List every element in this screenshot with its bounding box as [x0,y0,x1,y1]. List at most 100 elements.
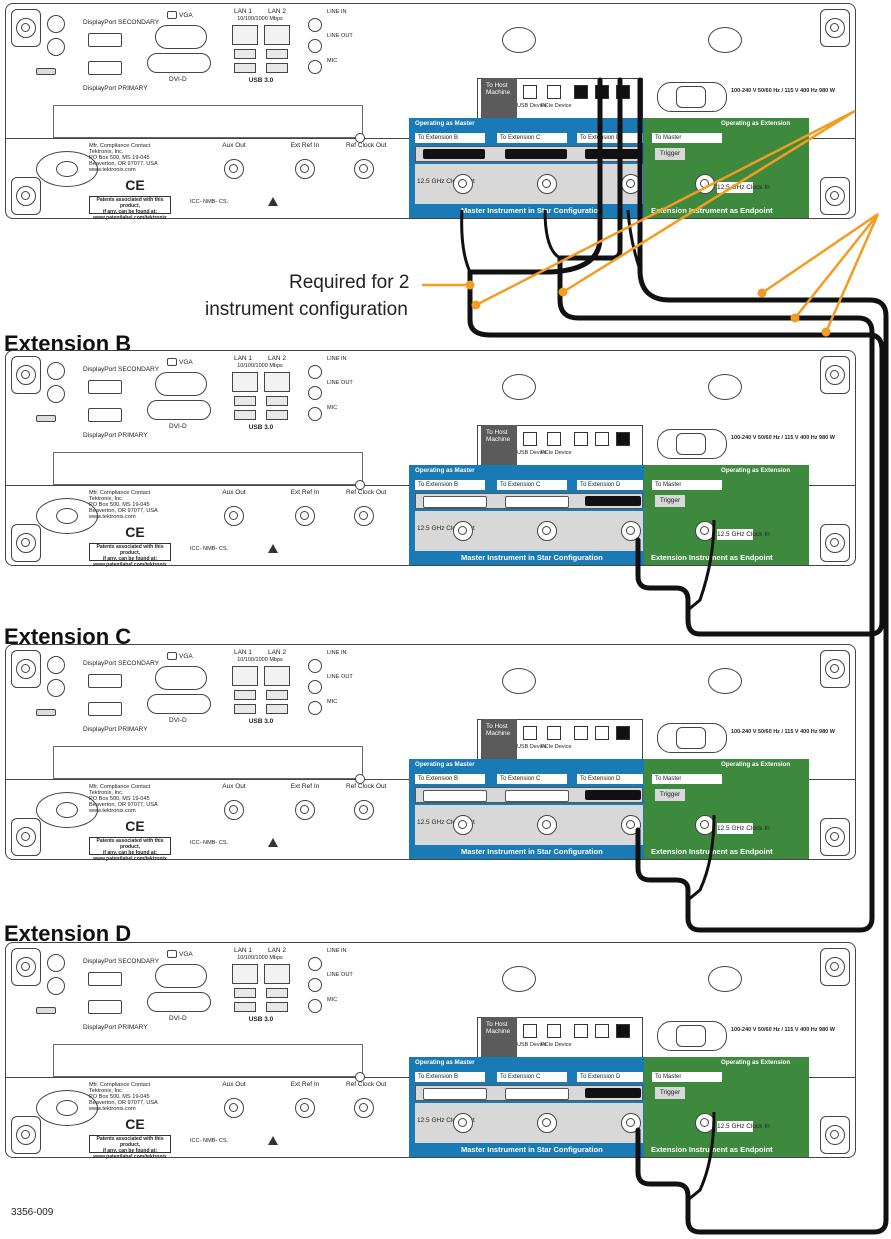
ps2-port-icon[interactable] [47,15,65,33]
clock-out-connector[interactable] [537,174,557,194]
pcie-device-port[interactable] [547,726,561,740]
usb-port[interactable] [266,410,288,420]
vga-port[interactable] [155,666,207,690]
lan2-port[interactable] [264,666,290,686]
usb-port[interactable] [234,396,256,406]
usb-port[interactable] [266,988,288,998]
ref-clock-out-connector[interactable] [354,800,374,820]
usb-port[interactable] [266,690,288,700]
mic-jack[interactable] [308,999,322,1013]
dvi-port[interactable] [147,400,211,420]
line-in-jack[interactable] [308,18,322,32]
pcie-device-port[interactable] [547,1024,561,1038]
ref-clock-out-connector[interactable] [354,1098,374,1118]
ext-ref-in-connector[interactable] [295,506,315,526]
vga-port[interactable] [155,25,207,49]
sync-port-open[interactable] [574,432,588,446]
usb-port[interactable] [266,396,288,406]
usb-port[interactable] [266,63,288,73]
ps2-port-icon[interactable] [47,679,65,697]
clock-out-connector[interactable] [537,1113,557,1133]
usb-port[interactable] [234,1002,256,1012]
usb-device-port[interactable] [523,1024,537,1038]
pcie-device-port[interactable] [547,432,561,446]
lan1-port[interactable] [232,25,258,45]
displayport-secondary-port[interactable] [88,33,122,47]
ext-ref-in-connector[interactable] [295,1098,315,1118]
aux-out-connector[interactable] [224,159,244,179]
ref-clock-out-connector[interactable] [354,159,374,179]
lan2-port[interactable] [264,964,290,984]
displayport-primary-port[interactable] [88,408,122,422]
usb-port[interactable] [234,988,256,998]
line-out-jack[interactable] [308,39,322,53]
displayport-primary-port[interactable] [88,702,122,716]
usb-device-port[interactable] [523,726,537,740]
sync-port-open[interactable] [595,726,609,740]
dvi-port[interactable] [147,53,211,73]
usb-port[interactable] [234,704,256,714]
usb-device-port[interactable] [523,85,537,99]
sync-port-open[interactable] [595,432,609,446]
sync-port-open[interactable] [595,1024,609,1038]
clock-out-connector[interactable] [537,521,557,541]
ref-clock-out-connector[interactable] [354,506,374,526]
usb-port[interactable] [266,1002,288,1012]
lan2-port[interactable] [264,25,290,45]
ps2-port-icon[interactable] [47,362,65,380]
mic-jack[interactable] [308,407,322,421]
lan1-port[interactable] [232,964,258,984]
ext-ref-in-connector[interactable] [295,800,315,820]
vga-port[interactable] [155,964,207,988]
line-out-jack[interactable] [308,386,322,400]
sync-port-connected[interactable] [616,432,630,446]
usb-port[interactable] [234,49,256,59]
clock-in-connector[interactable] [695,815,715,835]
lan2-port[interactable] [264,372,290,392]
clock-out-connector[interactable] [453,521,473,541]
sync-port-connected[interactable] [616,1024,630,1038]
line-in-jack[interactable] [308,957,322,971]
usb-port[interactable] [234,63,256,73]
displayport-primary-port[interactable] [88,1000,122,1014]
usb-port[interactable] [234,410,256,420]
usb-port[interactable] [266,49,288,59]
vga-port[interactable] [155,372,207,396]
ps2-port-icon[interactable] [47,656,65,674]
sync-port-connected[interactable] [574,85,588,99]
displayport-primary-port[interactable] [88,61,122,75]
pcie-device-port[interactable] [547,85,561,99]
line-out-jack[interactable] [308,978,322,992]
sync-port-open[interactable] [574,1024,588,1038]
aux-out-connector[interactable] [224,506,244,526]
lan1-port[interactable] [232,372,258,392]
ps2-port-icon[interactable] [47,385,65,403]
ps2-port-icon[interactable] [47,977,65,995]
displayport-secondary-port[interactable] [88,972,122,986]
line-out-jack[interactable] [308,680,322,694]
clock-out-connector[interactable] [453,174,473,194]
dvi-port[interactable] [147,992,211,1012]
lan1-port[interactable] [232,666,258,686]
displayport-secondary-port[interactable] [88,674,122,688]
ext-ref-in-connector[interactable] [295,159,315,179]
usb-port[interactable] [234,690,256,700]
aux-out-connector[interactable] [224,1098,244,1118]
line-in-jack[interactable] [308,659,322,673]
usb-port[interactable] [266,704,288,714]
aux-out-connector[interactable] [224,800,244,820]
clock-out-connector[interactable] [453,815,473,835]
displayport-secondary-port[interactable] [88,380,122,394]
sync-port-connected[interactable] [616,726,630,740]
clock-out-connector[interactable] [621,1113,641,1133]
ps2-port-icon[interactable] [47,38,65,56]
mic-jack[interactable] [308,701,322,715]
clock-out-connector[interactable] [621,521,641,541]
mic-jack[interactable] [308,60,322,74]
usb-device-port[interactable] [523,432,537,446]
clock-out-connector[interactable] [537,815,557,835]
dvi-port[interactable] [147,694,211,714]
sync-port-open[interactable] [574,726,588,740]
line-in-jack[interactable] [308,365,322,379]
clock-out-connector[interactable] [453,1113,473,1133]
